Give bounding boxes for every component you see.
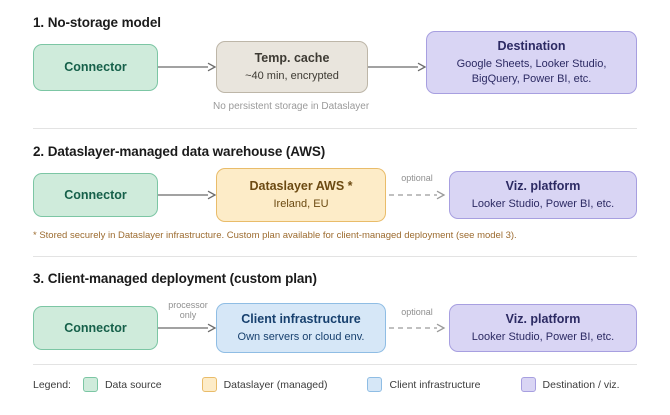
section-2-heading: 2. Dataslayer-managed data warehouse (AW… [33, 144, 326, 159]
legend-item-dataslayer-managed: Dataslayer (managed) [201, 377, 328, 392]
divider-1 [33, 128, 637, 129]
node-subtitle: Looker Studio, Power BI, etc. [471, 330, 615, 343]
node-connector-1: Connector [33, 44, 158, 91]
node-client-infrastructure: Client infrastructure Own servers or clo… [216, 303, 386, 353]
legend-item-label: Dataslayer (managed) [223, 378, 328, 391]
node-viz-platform-2: Viz. platform Looker Studio, Power BI, e… [449, 171, 637, 219]
node-title: Viz. platform [505, 179, 581, 194]
node-title: Dataslayer AWS * [249, 179, 353, 194]
node-title: Connector [64, 187, 127, 202]
edge-label-optional-2: optional [401, 173, 433, 183]
edge-label-processor-only: processor only [160, 300, 216, 321]
node-subtitle: Looker Studio, Power BI, etc. [471, 197, 615, 210]
node-connector-2: Connector [33, 173, 158, 217]
legend-item-destination-viz: Destination / viz. [520, 377, 620, 392]
node-title: Connector [64, 60, 127, 75]
node-subtitle: Own servers or cloud env. [237, 330, 365, 343]
edge-label-line-1: processor [168, 300, 208, 310]
legend-item-label: Client infrastructure [389, 378, 481, 391]
legend-swatch-icon [520, 377, 536, 392]
caption-no-persistent-storage: No persistent storage in Dataslayer [213, 101, 370, 112]
node-title: Connector [64, 320, 127, 335]
node-title: Destination [497, 39, 566, 54]
node-subtitle-2: BigQuery, Power BI, etc. [471, 73, 592, 86]
section-1-heading: 1. No-storage model [33, 15, 161, 30]
legend-swatch-icon [82, 377, 98, 392]
node-title: Client infrastructure [241, 312, 361, 327]
legend-item-label: Data source [104, 378, 162, 391]
legend-item-label: Destination / viz. [542, 378, 620, 391]
edge-label-line-2: only [179, 310, 197, 321]
arrow-3-1 [158, 323, 217, 333]
edge-label-optional-3: optional [401, 307, 433, 317]
node-subtitle: ~40 min, encrypted [245, 69, 339, 82]
node-viz-platform-3: Viz. platform Looker Studio, Power BI, e… [449, 304, 637, 352]
node-subtitle: Ireland, EU [273, 197, 329, 210]
arrow-3-2-optional [389, 323, 446, 333]
node-dataslayer-aws: Dataslayer AWS * Ireland, EU [216, 168, 386, 222]
divider-3 [33, 364, 637, 365]
arrow-2-1 [158, 190, 217, 200]
legend: Legend: Data source Dataslayer (managed)… [33, 377, 620, 392]
node-subtitle: Google Sheets, Looker Studio, [456, 57, 607, 70]
divider-2 [33, 256, 637, 257]
legend-caption: Legend: [33, 378, 71, 391]
legend-item-client-infrastructure: Client infrastructure [367, 377, 481, 392]
section-3-heading: 3. Client-managed deployment (custom pla… [33, 271, 317, 286]
node-title: Viz. platform [505, 312, 581, 327]
node-temp-cache: Temp. cache ~40 min, encrypted [216, 41, 368, 93]
arrow-1-2 [368, 62, 427, 72]
legend-swatch-icon [367, 377, 383, 392]
footnote-section-2: * Stored securely in Dataslayer infrastr… [33, 230, 517, 241]
legend-item-data-source: Data source [82, 377, 162, 392]
arrow-1-1 [158, 62, 217, 72]
legend-swatch-icon [201, 377, 217, 392]
node-destination: Destination Google Sheets, Looker Studio… [426, 31, 637, 94]
arrow-2-2-optional [389, 190, 446, 200]
node-title: Temp. cache [254, 51, 330, 66]
node-connector-3: Connector [33, 306, 158, 350]
